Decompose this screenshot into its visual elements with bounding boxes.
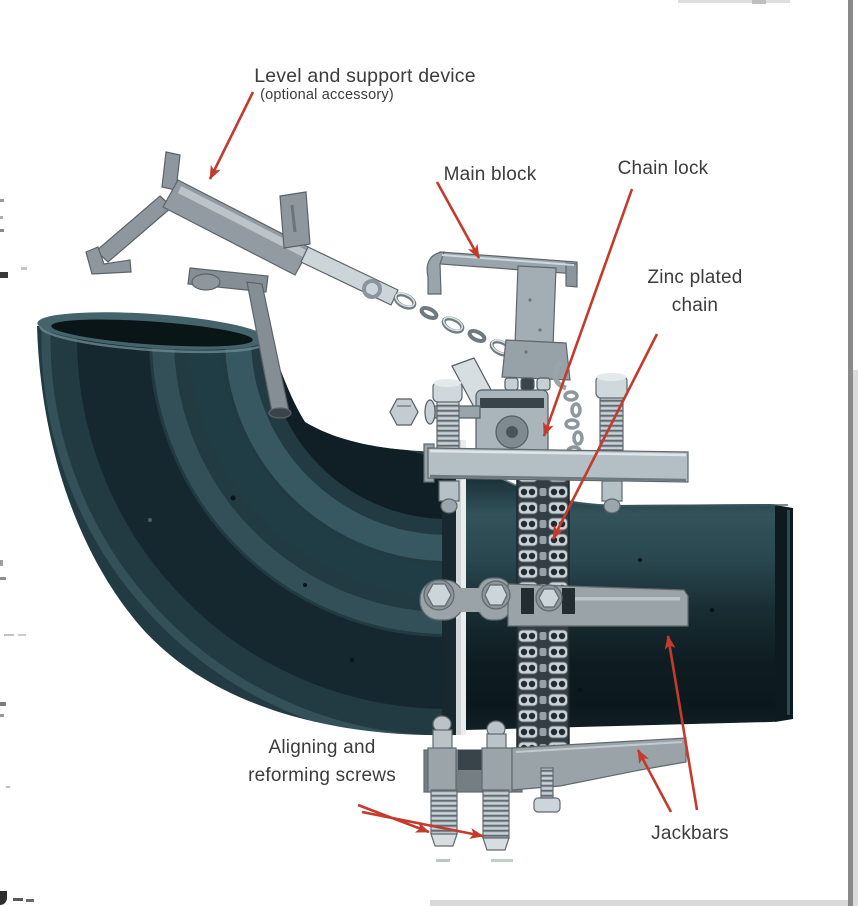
upper-stud-left — [436, 399, 460, 451]
callout-arrows — [208, 91, 699, 839]
label-main-block: Main block — [443, 164, 537, 185]
label-jackbars: Jackbars — [651, 823, 729, 844]
jackbar-middle — [419, 577, 689, 627]
arrow-chain-lock — [542, 188, 634, 437]
level-support-device — [85, 151, 399, 419]
pipe-end-face — [775, 505, 793, 722]
arrow-level-support — [208, 91, 255, 180]
arrow-screw-right — [361, 810, 484, 839]
arrow-main-block — [435, 181, 481, 259]
label-optional-accessory: (optional accessory) — [260, 87, 394, 103]
arrow-jackbar-upper — [664, 635, 699, 811]
label-aligning-reforming-screws: Aligning and reforming screws — [248, 737, 396, 786]
aligning-screws-part — [430, 789, 510, 851]
chain-lock-part — [389, 357, 584, 463]
label-zinc-plated-chain: Zinc plated chain — [647, 267, 743, 316]
label-chain-lock: Chain lock — [617, 158, 709, 179]
arrow-jackbar-lower — [636, 749, 673, 813]
jackbar-bolts — [423, 579, 563, 612]
page-edge-bar — [848, 0, 853, 906]
main-block — [426, 251, 578, 381]
top-edge-smudge — [678, 0, 790, 3]
page-edge-column — [853, 370, 858, 906]
pipe-opening — [37, 312, 267, 354]
upper-clamp-bar — [423, 373, 689, 514]
arrow-zinc-chain — [551, 333, 659, 540]
bottom-edge-strip — [430, 900, 848, 906]
label-level-support-device: Level and support device — [254, 65, 476, 87]
